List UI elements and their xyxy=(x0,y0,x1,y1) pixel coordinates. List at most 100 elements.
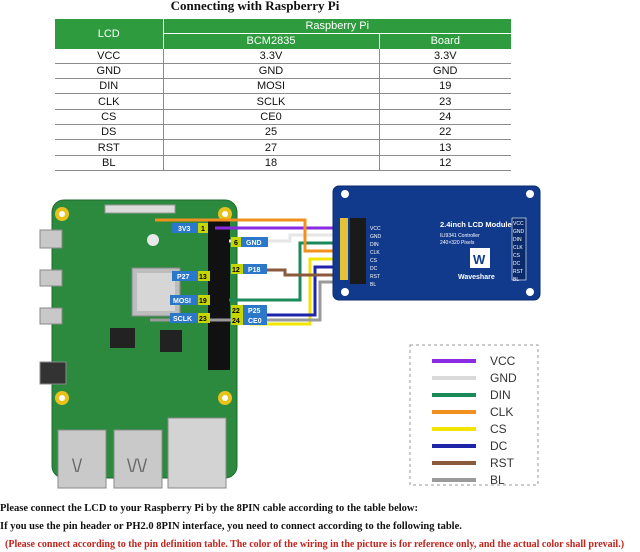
gpio-labels: 3V3 1 6 GND P27 13 12 P18 MOSI 19 22 P25… xyxy=(170,223,268,325)
cell-board: 13 xyxy=(379,139,512,156)
legend-label: GND xyxy=(490,371,517,385)
module-pin-label: CLK xyxy=(370,250,380,256)
cell-bcm: SCLK xyxy=(163,93,380,110)
cell-board: GND xyxy=(379,63,512,80)
cell-board: 12 xyxy=(379,155,512,171)
note-line-3: (Please connect according to the pin def… xyxy=(5,539,625,550)
module-pin-label: BL xyxy=(370,282,376,288)
cell-lcd: BL xyxy=(55,155,164,171)
legend-label: BL xyxy=(490,473,505,487)
header-bcm2835: BCM2835 xyxy=(163,33,380,49)
cell-lcd: GND xyxy=(55,63,164,80)
pin-23: 23 xyxy=(199,316,207,323)
legend-label: DIN xyxy=(490,388,511,402)
label-p25: P25 xyxy=(248,308,261,315)
pin-22: 22 xyxy=(232,308,240,315)
wire-clk xyxy=(155,218,352,253)
module-pin-label-right: BL xyxy=(513,277,519,283)
module-pin-label: VCC xyxy=(370,226,381,232)
cell-board: 23 xyxy=(379,93,512,110)
page-title-text: Connecting with Raspberry Pi xyxy=(170,0,340,13)
svg-text:\/\/: \/\/ xyxy=(127,456,147,476)
module-title: 2.4inch LCD Module xyxy=(440,220,512,229)
cell-bcm: 18 xyxy=(163,155,380,171)
module-controller: ILI9341 Controller xyxy=(440,233,480,239)
label-mosi: MOSI xyxy=(173,298,191,305)
cell-bcm: MOSI xyxy=(163,78,380,95)
wire-legend: VCC GND DIN CLK CS DC RST BL xyxy=(409,344,539,487)
cell-board: 19 xyxy=(379,78,512,95)
svg-text:W: W xyxy=(473,252,486,267)
module-pin-label-right: VCC xyxy=(513,221,524,227)
pin-19: 19 xyxy=(199,298,207,305)
label-sclk: SCLK xyxy=(173,316,192,323)
cell-lcd: CLK xyxy=(55,93,164,110)
legend-label: DC xyxy=(490,439,508,453)
pin-1: 1 xyxy=(201,226,205,233)
module-pin-label: CS xyxy=(370,258,378,264)
module-pixels: 240×320 Pixels xyxy=(440,240,475,246)
header-raspberry-pi: Raspberry Pi xyxy=(163,19,512,34)
module-brand: Waveshare xyxy=(458,274,495,281)
module-pin-label-right: RST xyxy=(513,269,523,275)
label-3v3: 3V3 xyxy=(178,226,191,233)
module-pin-label-right: GND xyxy=(513,229,525,235)
cell-bcm: 27 xyxy=(163,139,380,156)
label-p27: P27 xyxy=(177,274,190,281)
pin-13: 13 xyxy=(199,274,207,281)
module-pin-label: DC xyxy=(370,266,378,272)
cell-bcm: 25 xyxy=(163,124,380,141)
lcd-module: 2.4inch LCD Module ILI9341 Controller 24… xyxy=(332,185,541,301)
svg-text:\/: \/ xyxy=(72,456,82,476)
cell-lcd: RST xyxy=(55,139,164,156)
label-ce0: CE0 xyxy=(248,318,262,325)
wiring-diagram: \/ \/\/ 3V3 1 6 GND P27 13 12 P18 MOSI 1… xyxy=(39,185,541,489)
cell-bcm: 3.3V xyxy=(163,48,380,64)
wire-cs xyxy=(250,257,352,326)
wire-din xyxy=(229,241,352,302)
legend-label: CS xyxy=(490,422,507,436)
note-line-2: If you use the pin header or PH2.0 8PIN … xyxy=(0,521,462,532)
module-pin-label: DIN xyxy=(370,242,379,248)
module-pin-labels: VCC GND DIN CLK CS DC RST BL xyxy=(370,226,382,288)
label-gnd: GND xyxy=(246,240,262,247)
module-pin-label-right: DC xyxy=(513,261,521,267)
cell-board: 3.3V xyxy=(379,48,512,64)
page-title: Connecting with Raspberry Pi xyxy=(0,0,640,14)
pin-12: 12 xyxy=(232,267,240,274)
cell-lcd: DS xyxy=(55,124,164,141)
header-lcd: LCD xyxy=(55,19,164,49)
legend-label: RST xyxy=(490,456,515,470)
legend-label: VCC xyxy=(490,354,516,368)
cell-board: 22 xyxy=(379,124,512,141)
pin-24: 24 xyxy=(232,318,240,325)
header-board: Board xyxy=(379,33,512,49)
waveshare-logo xyxy=(470,248,490,268)
module-pin-label: RST xyxy=(370,274,380,280)
label-p18: P18 xyxy=(248,267,261,274)
pin-6: 6 xyxy=(234,240,238,247)
cell-lcd: DIN xyxy=(55,78,164,95)
wire-rst xyxy=(250,268,352,277)
module-pin-label-right: CLK xyxy=(513,245,523,251)
module-pin-label-right: CS xyxy=(513,253,521,259)
cell-bcm: CE0 xyxy=(163,109,380,126)
legend-label: CLK xyxy=(490,405,513,419)
cell-lcd: VCC xyxy=(55,48,164,64)
raspberry-pi-board: \/ \/\/ xyxy=(39,199,238,489)
cell-lcd: CS xyxy=(55,109,164,126)
module-pin-label: GND xyxy=(370,234,382,240)
cell-board: 24 xyxy=(379,109,512,126)
cell-bcm: GND xyxy=(163,63,380,80)
